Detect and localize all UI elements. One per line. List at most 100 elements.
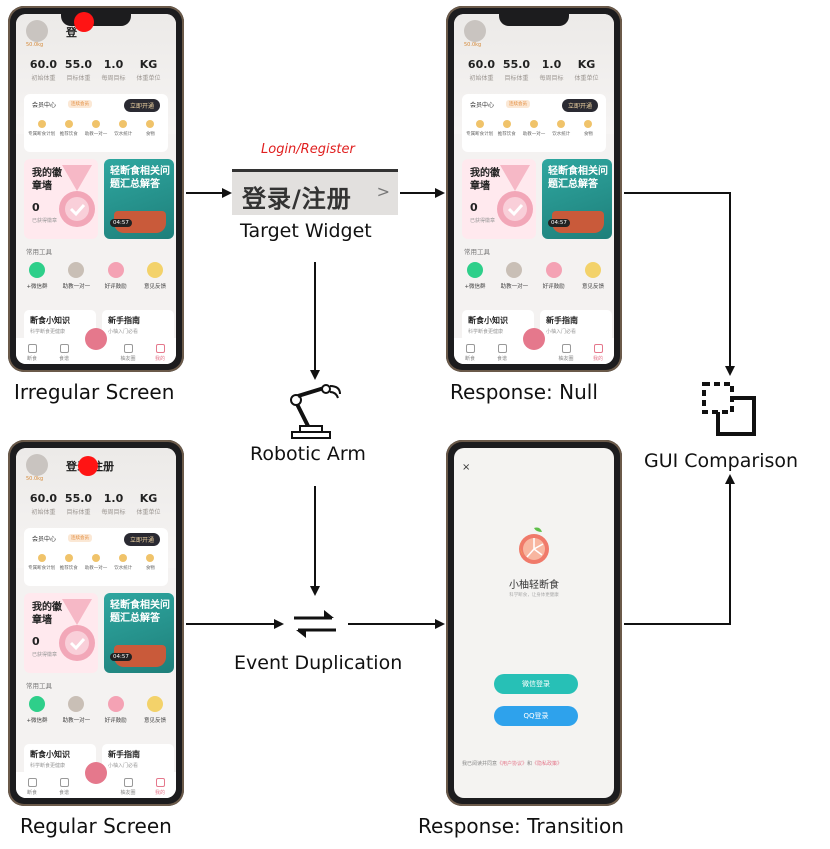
member-item[interactable]: 食物: [137, 554, 164, 571]
caption-response-transition: Response: Transition: [418, 814, 624, 838]
open-member-button[interactable]: 立即开通: [561, 99, 598, 112]
close-icon[interactable]: ×: [462, 462, 471, 473]
member-item[interactable]: 饮水统计: [548, 120, 575, 137]
tool-praise[interactable]: 好评鼓励: [99, 262, 133, 290]
tab-recipes[interactable]: 食谱: [489, 344, 515, 362]
agreement-text: 我已阅读并同意《用户协议》和《隐私政策》: [462, 761, 563, 767]
article-card[interactable]: 轻断食相关问题汇总解答 04:57: [104, 593, 174, 673]
tool-assistant[interactable]: 助教一对一: [59, 262, 93, 290]
tab-recipes[interactable]: 食谱: [51, 344, 77, 362]
member-item[interactable]: 助教一对一: [82, 120, 109, 137]
tool-praise[interactable]: 好评鼓励: [99, 696, 133, 724]
fab-button[interactable]: [85, 762, 107, 784]
login-text[interactable]: 登: [66, 26, 77, 39]
member-item[interactable]: 推荐饮食: [55, 120, 82, 137]
member-item[interactable]: 专属断食计划: [28, 554, 55, 571]
wechat-login-button[interactable]: 微信登录: [494, 674, 578, 694]
tap-point: [74, 12, 94, 32]
tip-card-guide[interactable]: 新手指南小柚入门必看: [102, 744, 174, 776]
tools-row: +微信群 助教一对一 好评鼓励 意见反馈: [20, 696, 172, 724]
fab-button[interactable]: [85, 328, 107, 350]
tool-feedback[interactable]: 意见反馈: [576, 262, 610, 290]
terms-link[interactable]: 《用户协议》: [497, 761, 528, 767]
tip-card-knowledge[interactable]: 断食小知识科学断食更健康: [24, 310, 96, 342]
article-card[interactable]: 轻断食相关问题汇总解答 04:57: [104, 159, 174, 239]
tip-card-knowledge[interactable]: 断食小知识科学断食更健康: [24, 744, 96, 776]
widget-text: 登录/注册: [242, 185, 352, 213]
avatar[interactable]: [26, 454, 48, 476]
tip-card-guide[interactable]: 新手指南小柚入门必看: [102, 310, 174, 342]
phone-response-transition: × 小柚轻断食 科学断食，让身体更健康 微信登录 QQ登录 我已阅读并同意《用户…: [446, 440, 622, 806]
member-center[interactable]: 会员中心 连续会员 立即开通 专属断食计划 推荐饮食 助教一对一 饮水统计 食物: [462, 94, 606, 152]
badge-card[interactable]: 我的徽章墙 0 已获得徽章: [462, 159, 536, 239]
avatar[interactable]: [26, 20, 48, 42]
member-center[interactable]: 会员中心 连续会员 立即开通 专属断食计划 推荐饮食 助教一对一 饮水统计 食物: [24, 528, 168, 586]
gui-comparison-label: GUI Comparison: [644, 450, 799, 472]
member-item[interactable]: 食物: [137, 120, 164, 137]
avatar[interactable]: [464, 20, 486, 42]
tool-assistant[interactable]: 助教一对一: [59, 696, 93, 724]
pot-image: [114, 211, 166, 233]
event-duplication-label: Event Duplication: [234, 652, 403, 674]
tab-fasting[interactable]: 断食: [19, 778, 45, 796]
tab-me[interactable]: 我的: [585, 344, 611, 362]
member-item[interactable]: 推荐饮食: [493, 120, 520, 137]
tab-me[interactable]: 我的: [147, 778, 173, 796]
tab-friends[interactable]: 柚友圈: [553, 344, 579, 362]
member-item[interactable]: 饮水统计: [110, 120, 137, 137]
member-item[interactable]: 助教一对一: [520, 120, 547, 137]
article-card[interactable]: 轻断食相关问题汇总解答 04:57: [542, 159, 612, 239]
member-item[interactable]: 助教一对一: [82, 554, 109, 571]
member-item[interactable]: 专属断食计划: [28, 120, 55, 137]
qq-login-button[interactable]: QQ登录: [494, 706, 578, 726]
login-screen: × 小柚轻断食 科学断食，让身体更健康 微信登录 QQ登录 我已阅读并同意《用户…: [454, 448, 614, 798]
tip-card-knowledge[interactable]: 断食小知识科学断食更健康: [462, 310, 534, 342]
video-duration: 04:57: [110, 219, 132, 227]
tool-assistant[interactable]: 助教一对一: [497, 262, 531, 290]
privacy-link[interactable]: 《隐私政策》: [532, 761, 563, 767]
arrow-null-to-comparison: [624, 192, 735, 376]
chevron-right-icon: >: [376, 182, 390, 201]
tool-wechat-group[interactable]: +微信群: [458, 262, 492, 290]
member-item[interactable]: 饮水统计: [110, 554, 137, 571]
open-member-button[interactable]: 立即开通: [123, 533, 160, 546]
tool-feedback[interactable]: 意见反馈: [138, 262, 172, 290]
tab-fasting[interactable]: 断食: [457, 344, 483, 362]
target-widget-label: Target Widget: [240, 220, 372, 242]
badge-card[interactable]: 我的徽章墙 0 已获得徽章: [24, 593, 98, 673]
fab-button[interactable]: [523, 328, 545, 350]
tab-friends[interactable]: 柚友圈: [115, 778, 141, 796]
open-member-button[interactable]: 立即开通: [123, 99, 160, 112]
pot-image: [114, 645, 166, 667]
member-item[interactable]: 专属断食计划: [466, 120, 493, 137]
tab-me[interactable]: 我的: [147, 344, 173, 362]
tool-wechat-group[interactable]: +微信群: [20, 262, 54, 290]
caption-irregular-screen: Irregular Screen: [14, 380, 175, 404]
caption-regular-screen: Regular Screen: [20, 814, 172, 838]
tab-friends[interactable]: 柚友圈: [115, 344, 141, 362]
tool-praise[interactable]: 好评鼓励: [537, 262, 571, 290]
tab-fasting[interactable]: 断食: [19, 344, 45, 362]
member-center[interactable]: 会员中心 连续会员 立即开通 专属断食计划 推荐饮食 助教一对一 饮水统计 食物: [24, 94, 168, 152]
tool-wechat-group[interactable]: +微信群: [20, 696, 54, 724]
member-item[interactable]: 推荐饮食: [55, 554, 82, 571]
badge-card[interactable]: 我的徽章墙 0 已获得徽章: [24, 159, 98, 239]
compare-icon: [702, 382, 756, 436]
tab-recipes[interactable]: 食谱: [51, 778, 77, 796]
tool-feedback[interactable]: 意见反馈: [138, 696, 172, 724]
tip-card-guide[interactable]: 新手指南小柚入门必看: [540, 310, 612, 342]
member-item[interactable]: 食物: [575, 120, 602, 137]
tap-point: [78, 456, 98, 476]
